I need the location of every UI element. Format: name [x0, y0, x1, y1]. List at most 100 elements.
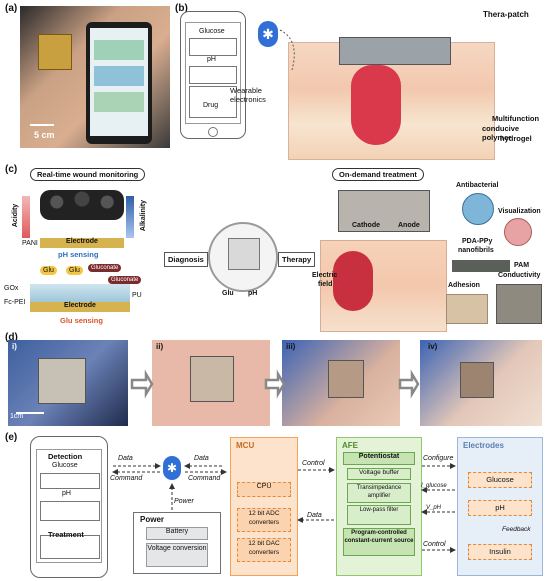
adhesion-image: [446, 294, 488, 324]
electric-field-line-2: field: [318, 281, 333, 288]
ph-sensing-label: pH sensing: [58, 250, 99, 259]
acidity-arrow: [22, 196, 30, 238]
adhesion-label: Adhesion: [448, 282, 480, 289]
photo-d-iv: [420, 340, 542, 426]
e-data-label-2: Data: [194, 455, 209, 462]
electrodes-box: Electrodes Glucose pH Feedback Insulin: [457, 437, 543, 576]
electrode-ph-box: pH: [468, 500, 532, 516]
pani-spheres: [40, 190, 124, 220]
photo-d-iii: [282, 340, 400, 426]
phone-e: [30, 436, 108, 578]
mcu-box: MCU CPU 12 bit ADC converters 12 bit DAC…: [230, 437, 298, 576]
photo-d-ii: [152, 340, 270, 426]
e-control-label: Control: [302, 460, 325, 467]
gox-label: GOx: [4, 285, 19, 292]
bluetooth-icon-e: ✱: [163, 456, 181, 480]
e-command-label-2: Command: [188, 475, 221, 482]
visualization-label: Visualization: [498, 208, 541, 215]
e-command-label-1: Command: [110, 475, 143, 482]
transimpedance-box: Transimpedance amplifier: [347, 483, 411, 503]
electrode-insulin-box: Insulin: [468, 544, 532, 560]
glu-sensing-label: Glu sensing: [60, 316, 103, 325]
panel-a-label: (a): [5, 3, 18, 14]
lowpass-box: Low-pass filter: [347, 505, 411, 525]
cathode-anode-device: [338, 190, 430, 232]
subpanel-i-label: i): [12, 342, 17, 351]
chip-board: [38, 34, 72, 70]
cathode-label: Cathode: [352, 222, 380, 229]
pani-label: PANI: [22, 240, 38, 247]
conductivity-image: [496, 284, 542, 324]
photo-arm-device: 5 cm: [20, 6, 170, 148]
gluconate-bubble-2: Gluconate: [108, 276, 142, 284]
center-cycle: [208, 222, 278, 292]
electric-field-line-1: Electric: [312, 272, 338, 279]
subpanel-iv-label: iv): [428, 342, 438, 351]
alkalinity-arrow: [126, 196, 134, 238]
afe-box: AFE Potentiostat Voltage buffer Transimp…: [336, 437, 422, 576]
e-glucose-label: Glucose: [52, 462, 78, 469]
detection-label: Detection: [48, 452, 83, 461]
glu-bubble-2: Glu: [66, 266, 83, 275]
glu-bubble-1: Glu: [40, 266, 57, 275]
glu-layer: [30, 284, 130, 302]
panel-c-label: (c): [5, 164, 18, 175]
hydrogel-line-2: conducive polymer: [482, 124, 520, 142]
v-ph-label: V_pH: [426, 505, 442, 511]
pda-ppy-line-2: nanofibrils: [458, 247, 494, 254]
diagnosis-box: Diagnosis: [164, 252, 208, 267]
voltage-conversion-label: Voltage conversion: [146, 543, 208, 567]
pam-label: PAM: [514, 262, 530, 269]
configure-label: Configure: [423, 455, 454, 462]
bluetooth-icon-b: ✱: [258, 21, 278, 47]
treatment-title: On-demand treatment: [332, 168, 424, 181]
electrode-ph-label: Electrode: [40, 238, 124, 248]
gluconate-bubble-1: Gluconate: [88, 264, 122, 272]
scale-1cm-label: 1cm: [10, 413, 24, 420]
subpanel-iii-label: iii): [286, 342, 296, 351]
center-ph-label: pH: [248, 290, 258, 297]
conductivity-label: Conductivity: [498, 272, 541, 279]
e-treatment-label: Treatment: [48, 530, 84, 539]
electrodes-title: Electrodes: [463, 441, 504, 450]
constant-current-box: Program-controlled constant-current sour…: [343, 528, 415, 556]
skin-block-illustration: [288, 37, 495, 160]
pam-strip: [452, 260, 510, 272]
electrode-glucose-box: Glucose: [468, 472, 532, 488]
e-control-label-2: Control: [423, 541, 446, 548]
phone-photo: [86, 22, 152, 144]
pda-ppy-line-1: PDA-PPy: [462, 238, 493, 245]
feedback-label: Feedback: [502, 526, 531, 533]
cpu-box: CPU: [237, 482, 291, 497]
hydrogel-line-3: hydrogel: [500, 134, 532, 143]
phone-b: Glucose pH Drug: [180, 11, 246, 139]
afe-title: AFE: [342, 441, 358, 450]
dac-box: 12 bit DAC converters: [237, 538, 291, 562]
center-glu-label: Glu: [222, 290, 234, 297]
fc-pei-label: Fc-PEI: [4, 299, 26, 306]
potentiostat-box: Potentiostat: [343, 452, 415, 465]
anode-label: Anode: [398, 222, 420, 229]
therapy-box: Therapy: [278, 252, 316, 267]
e-ph-label: pH: [62, 490, 71, 497]
panel-b-label: (b): [175, 3, 188, 14]
phone-drug-label: Drug: [203, 102, 219, 109]
wearable-label: Wearable electronics: [230, 86, 266, 104]
panel-d-label: (d): [5, 332, 18, 343]
antibacterial-label: Antibacterial: [456, 182, 499, 189]
power-arrow-label: Power: [174, 498, 194, 505]
pu-label: PU: [132, 292, 142, 299]
e-data-label-3: Data: [307, 512, 322, 519]
photo-d-i: [8, 340, 128, 426]
power-box: Power Battery Voltage conversion: [133, 512, 221, 574]
monitoring-title: Real-time wound monitoring: [30, 168, 146, 181]
scale-bar-label: 5 cm: [34, 130, 55, 140]
treatment-tissue: [320, 240, 447, 332]
adc-box: 12 bit ADC converters: [237, 508, 291, 532]
therapatch-label: Thera-patch: [483, 10, 529, 19]
phone-ph-label: pH: [207, 56, 216, 63]
e-data-label-1: Data: [118, 455, 133, 462]
subpanel-ii-label: ii): [156, 342, 164, 351]
phone-glucose-label: Glucose: [199, 28, 225, 35]
